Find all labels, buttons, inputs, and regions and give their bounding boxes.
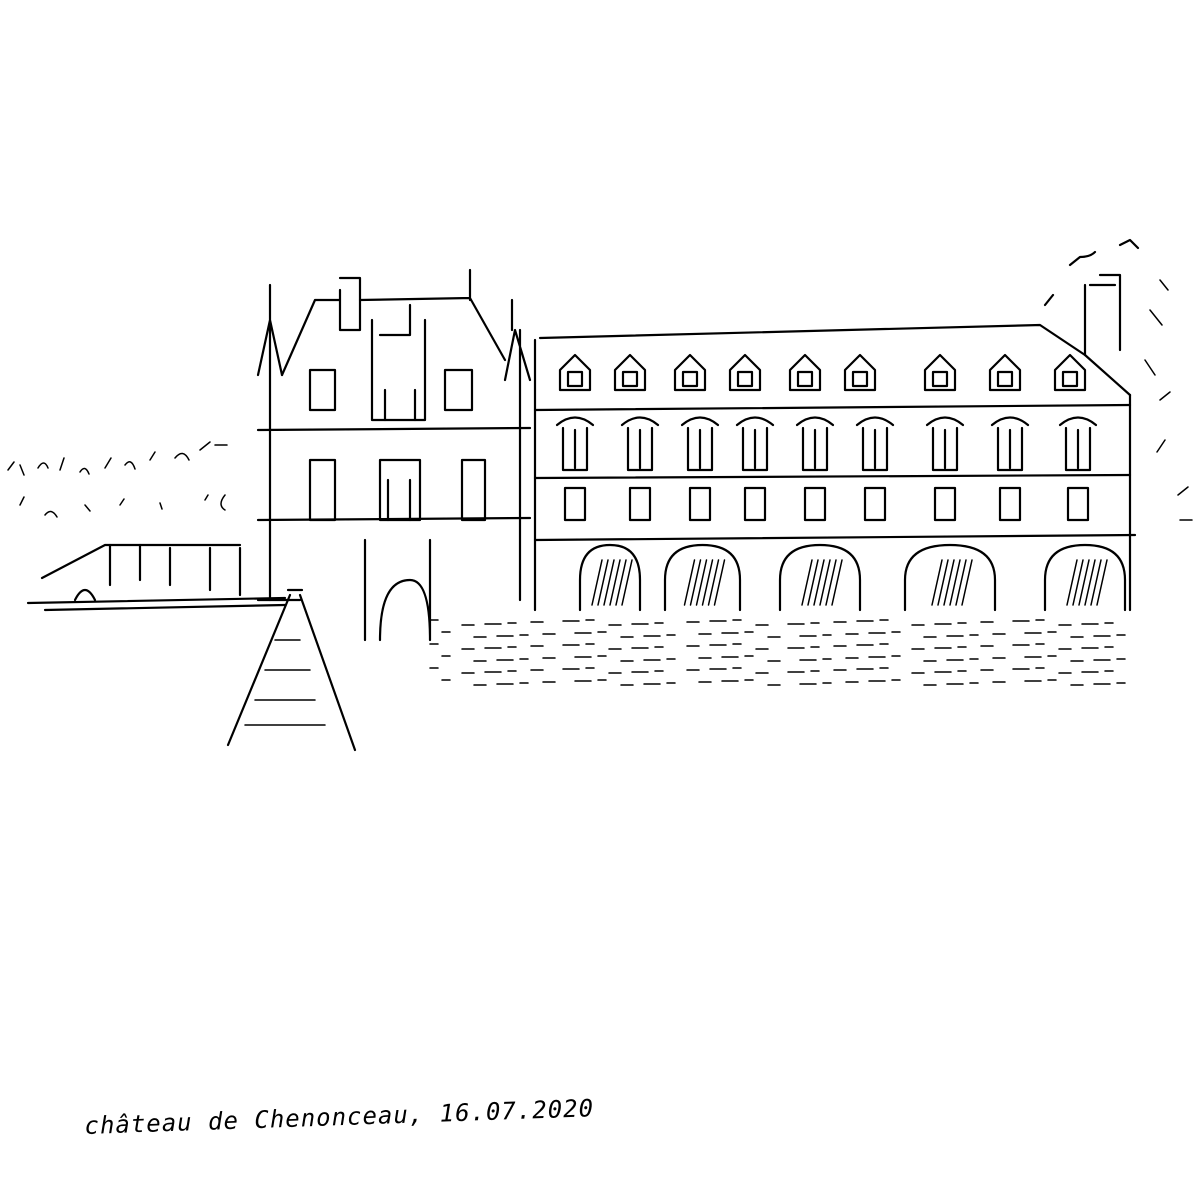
arch-hatching xyxy=(597,559,609,606)
arch-hatching xyxy=(831,559,843,606)
upper-window xyxy=(990,416,1030,472)
arch-hatching xyxy=(683,559,696,606)
lower-window xyxy=(933,486,957,522)
upper-window xyxy=(735,416,775,472)
arch-hatching xyxy=(701,559,714,606)
upper-window xyxy=(680,416,720,472)
arch-hatching xyxy=(615,559,627,606)
arch-hatching xyxy=(819,559,831,606)
dormers xyxy=(558,353,1087,392)
lower-window xyxy=(803,486,827,522)
arch-hatching xyxy=(695,559,708,606)
arch-hatching xyxy=(609,559,621,606)
arch-hatching xyxy=(931,559,943,606)
arch-hatching xyxy=(825,559,837,606)
right-tower xyxy=(1043,238,1193,521)
dormer-window xyxy=(988,353,1022,392)
upper-window xyxy=(795,416,835,472)
arch-hatching xyxy=(1066,559,1078,606)
lower-window xyxy=(743,486,767,522)
dormer-window xyxy=(558,353,592,392)
bridge-arch xyxy=(663,543,742,612)
water xyxy=(429,619,1126,686)
bridge-arch xyxy=(778,543,862,612)
arch-hatching xyxy=(591,559,603,606)
dormer-window xyxy=(673,353,707,392)
arch-hatching xyxy=(949,559,961,606)
dormer-window xyxy=(728,353,762,392)
dormer-window xyxy=(1053,353,1087,392)
lower-window xyxy=(998,486,1022,522)
arches xyxy=(578,543,1127,612)
dormer-window xyxy=(923,353,957,392)
arch-hatching xyxy=(1084,559,1096,606)
arch-hatching xyxy=(807,559,819,606)
arch-hatching xyxy=(603,559,615,606)
left-bridge xyxy=(26,543,287,612)
upper-window xyxy=(620,416,660,472)
arch-hatching xyxy=(689,559,702,606)
chateau-gallery xyxy=(533,323,1137,612)
dormer-window xyxy=(788,353,822,392)
bridge-arch xyxy=(578,543,642,612)
lower-window xyxy=(1066,486,1090,522)
chateau-main-tower xyxy=(256,268,532,642)
arch-hatching xyxy=(955,559,967,606)
upper-windows xyxy=(555,416,1098,472)
bridge-arch xyxy=(903,543,997,612)
lower-window xyxy=(563,486,587,522)
bridge-arch xyxy=(1043,543,1127,612)
arch-hatching xyxy=(1096,559,1108,606)
arch-hatching xyxy=(813,559,825,606)
foreground-roof-pyramid xyxy=(226,588,357,752)
arch-hatching xyxy=(801,559,813,606)
arch-hatching xyxy=(1078,559,1090,606)
lower-windows xyxy=(563,486,1090,522)
lower-window xyxy=(863,486,887,522)
left-trees xyxy=(7,441,228,518)
upper-window xyxy=(855,416,895,472)
lower-window xyxy=(628,486,652,522)
arch-hatching xyxy=(713,559,726,606)
arch-hatching xyxy=(707,559,720,606)
dormer-window xyxy=(613,353,647,392)
lower-window xyxy=(688,486,712,522)
arch-hatching xyxy=(943,559,955,606)
arch-hatching xyxy=(621,559,633,606)
upper-window xyxy=(1058,416,1098,472)
upper-window xyxy=(555,416,595,472)
arch-hatching xyxy=(961,559,973,606)
dormer-window xyxy=(843,353,877,392)
upper-window xyxy=(925,416,965,472)
arch-hatching xyxy=(1090,559,1102,606)
arch-hatching xyxy=(937,559,949,606)
arch-hatching xyxy=(1072,559,1084,606)
